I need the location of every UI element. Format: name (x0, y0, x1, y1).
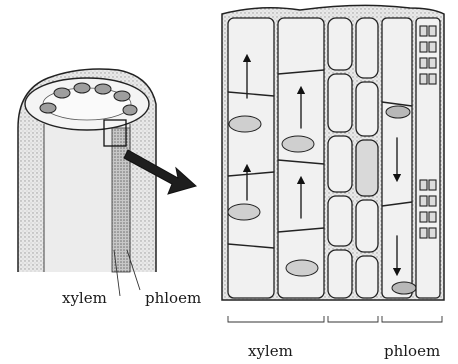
xylem-vessel-1 (228, 18, 274, 298)
bottom-brackets (228, 316, 442, 322)
phloem-bracket (382, 316, 442, 322)
stem-section (18, 69, 156, 272)
stem-phloem-label: phloem (145, 289, 201, 307)
middle-bracket (328, 316, 378, 322)
xylem-vessel-2 (278, 18, 324, 298)
stem-xylem-label: xylem (62, 289, 107, 307)
detail-phloem-label: phloem (384, 342, 440, 360)
xylem-bracket (228, 316, 324, 322)
tissue-detail (222, 5, 444, 300)
detail-xylem-label: xylem (248, 342, 293, 360)
phloem-sieve-tubes (382, 18, 440, 298)
